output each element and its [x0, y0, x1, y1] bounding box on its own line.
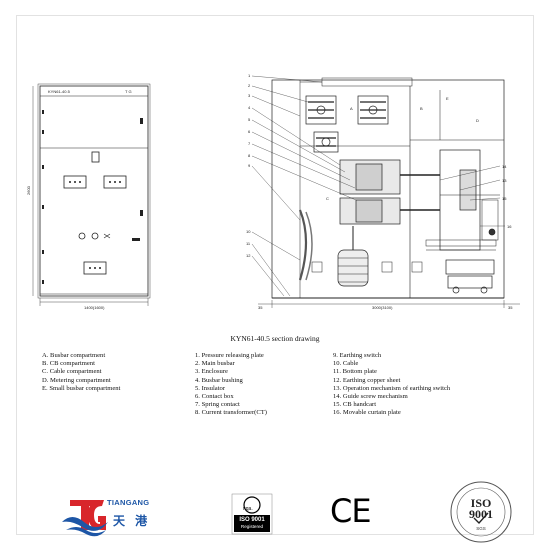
guide-screw: [445, 259, 495, 275]
iso-badge-sub: Registered: [240, 524, 264, 529]
section-view: [251, 75, 520, 308]
legend-compartment-d: D. Metering compartment: [42, 376, 111, 384]
front-width-dim: 1400(1600): [84, 305, 105, 310]
section-right-offset: 35: [508, 305, 513, 310]
legend-compartment-c: C. Cable compartment: [42, 368, 102, 376]
busbar-lower: [313, 131, 339, 153]
legend-compartment-e: E. Small busbar compartment: [42, 384, 121, 392]
callouts-right: 14 13 15 16: [502, 164, 512, 229]
meter-right: [103, 175, 127, 189]
compartment-label-d: D: [476, 118, 479, 123]
page-frame: [16, 15, 534, 535]
seal-iso-label: ISO: [470, 496, 492, 510]
iso-badge-label: ISO 9001: [239, 517, 265, 523]
legend-part-9: 9. Earthing switch: [333, 352, 382, 359]
legend-part-12: 12. Earthing copper sheet: [333, 376, 401, 384]
callout-9: 9: [248, 163, 251, 168]
legend-part-15: 15. CB handcart: [333, 401, 377, 409]
busbar-left: [305, 95, 337, 125]
callout-15: 15: [502, 196, 507, 201]
tiangang-logo: [62, 500, 108, 537]
drawing-caption: KYN61-40.5 section drawing: [230, 334, 320, 343]
surge-arrester: [337, 249, 369, 287]
lower-meter: [83, 261, 107, 275]
compartment-legend: A. Busbar compartment B. CB compartment …: [42, 352, 120, 393]
parts-legend-col1: 1. Pressure releasing plate 2. Main busb…: [195, 352, 267, 418]
tiangang-brand-cn: 天 港: [113, 514, 151, 528]
callout-14: 14: [502, 164, 507, 169]
front-cabinet-outline: [39, 85, 149, 297]
callout-6: 6: [248, 129, 251, 134]
section-width-dim: 3000(3100): [372, 305, 393, 310]
front-tg-label: T G: [125, 89, 132, 94]
legend-part-6: 6. Contact box: [195, 393, 234, 401]
legend-compartment-b: B. CB compartment: [42, 360, 95, 368]
cart-base: [447, 275, 493, 289]
seal-number: 9001: [469, 507, 493, 521]
callouts-left: 1 2 3 4 5 6 7 8 9 10 11 12: [246, 73, 251, 258]
callout-3: 3: [248, 93, 251, 98]
legend-part-10: 10. Cable: [333, 360, 359, 368]
compartment-label-c: C: [326, 196, 329, 201]
operating-hole-mid: [91, 232, 99, 240]
callout-13: 13: [502, 178, 507, 183]
cable-bundle: [298, 209, 308, 281]
compartment-label-b: B: [420, 106, 423, 111]
legend-part-16: 16. Movable curtain plate: [333, 409, 401, 417]
legend-part-2: 2. Main busbar: [195, 360, 235, 368]
seal-sgs: SGS: [476, 526, 486, 531]
callout-2: 2: [248, 83, 251, 88]
legend-part-14: 14. Guide screw mechanism: [333, 393, 408, 401]
tiangang-brand-name: TIANGANG: [107, 498, 150, 507]
callout-10: 10: [246, 229, 251, 234]
iso-seal: [450, 481, 512, 543]
nqa-label: nqa.: [243, 506, 253, 512]
parts-legend-col2: 9. Earthing switch 10. Cable 11. Bottom …: [333, 352, 450, 418]
legend-part-3: 3. Enclosure: [195, 368, 228, 376]
callout-11: 11: [246, 241, 251, 246]
operating-hole-left: [78, 232, 86, 240]
pressure-relief-plate: [321, 77, 413, 87]
compartment-label-a: A: [350, 106, 353, 111]
legend-part-1: 1. Pressure releasing plate: [195, 352, 264, 359]
compartment-label-e: E: [446, 96, 449, 101]
legend-part-5: 5. Insulator: [195, 384, 226, 392]
callout-7: 7: [248, 141, 251, 146]
legend-part-7: 7. Spring contact: [195, 401, 240, 409]
meter-left: [63, 175, 87, 189]
legend-part-13: 13. Operation mechanism of earthing swit…: [333, 384, 451, 392]
legend-part-8: 8. Current transformer(CT): [195, 409, 267, 417]
legend-part-11: 11. Bottom plate: [333, 368, 377, 376]
callout-4: 4: [248, 105, 251, 110]
legend-part-4: 4. Busbar bushing: [195, 376, 243, 384]
front-height-dim: 2600: [26, 185, 31, 195]
section-left-offset: 35: [258, 305, 263, 310]
front-model-label: KYN61-40.5: [48, 89, 71, 94]
busbar-right: [357, 95, 389, 125]
legend-compartment-a: A. Busbar compartment: [42, 352, 106, 359]
callout-5: 5: [248, 117, 251, 122]
front-cabinet-outer: [37, 83, 151, 299]
indicator-lamp: [91, 151, 100, 163]
front-view: [32, 83, 151, 306]
callout-12: 12: [246, 253, 251, 258]
callout-8: 8: [248, 153, 251, 158]
ce-mark: CE: [330, 492, 372, 530]
nqa-iso-badge: [231, 493, 273, 535]
callout-16: 16: [507, 224, 512, 229]
callout-1: 1: [248, 73, 251, 78]
